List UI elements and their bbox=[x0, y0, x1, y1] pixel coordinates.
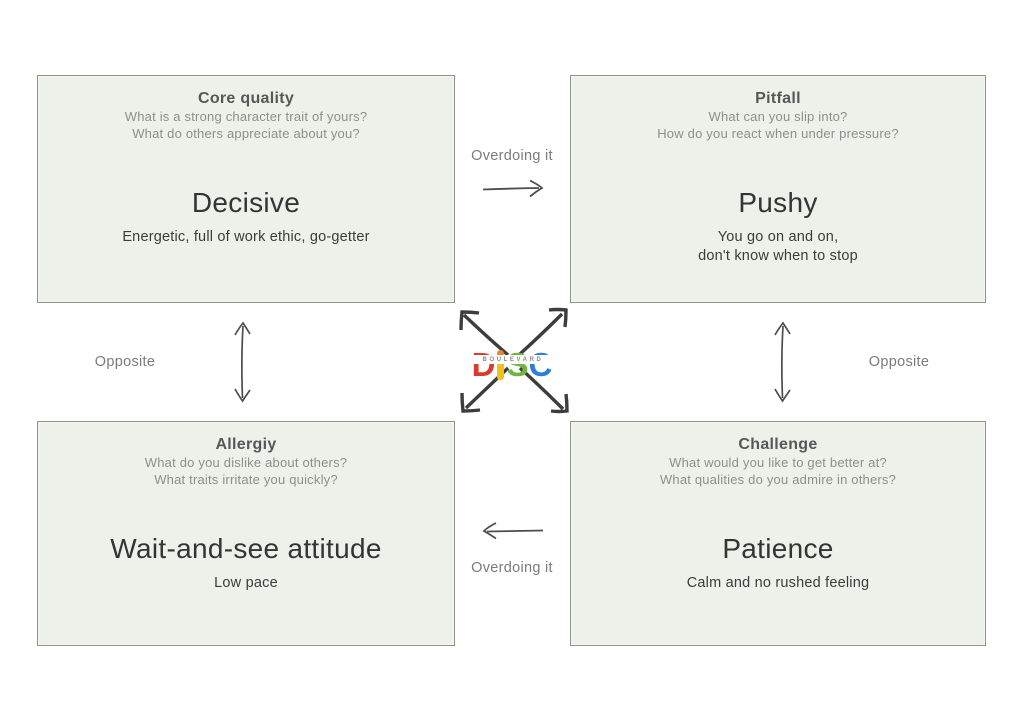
quadrant-question-2: How do you react when under pressure? bbox=[657, 125, 899, 141]
quadrant-title: Pitfall bbox=[755, 90, 801, 107]
opposite-label-right: Opposite bbox=[868, 354, 930, 370]
logo-letter-i bbox=[497, 350, 505, 380]
logo-letter-i-stem bbox=[497, 360, 505, 380]
quadrant-question-1: What do you dislike about others? bbox=[144, 455, 348, 470]
quadrant-description: Calm and no rushed feeling bbox=[686, 575, 870, 591]
disc-boulevard-logo: D S C BOULEVARD bbox=[465, 341, 559, 383]
quadrant-challenge: Challenge What would you like to get bet… bbox=[570, 421, 986, 646]
quadrant-description: Low pace bbox=[214, 575, 278, 591]
quadrant-question-1: What is a strong character trait of your… bbox=[124, 109, 368, 124]
quadrant-question-1: What would you like to get better at? bbox=[669, 455, 887, 470]
overdoing-arrow-left-icon bbox=[482, 522, 544, 540]
quadrant-title: Allergiy bbox=[215, 436, 277, 453]
opposite-arrow-right-icon bbox=[774, 321, 791, 403]
quadrant-keyword: Wait-and-see attitude bbox=[110, 533, 382, 564]
quadrant-keyword: Pushy bbox=[738, 187, 818, 218]
logo-letter-c: C bbox=[528, 346, 553, 383]
opposite-arrow-left-icon bbox=[234, 321, 251, 403]
quadrant-question-2: What do others appreciate about you? bbox=[132, 125, 360, 141]
quadrant-description: Energetic, full of work ethic, go-getter bbox=[122, 229, 370, 245]
quadrant-pitfall: Pitfall What can you slip into? How do y… bbox=[570, 75, 986, 303]
overdoing-it-label-top: Overdoing it bbox=[471, 148, 553, 164]
logo-boulevard-band: BOULEVARD bbox=[465, 355, 559, 364]
quadrant-question-2: What qualities do you admire in others? bbox=[659, 471, 897, 487]
quadrant-keyword: Patience bbox=[722, 533, 834, 564]
quadrant-allergy: Allergiy What do you dislike about other… bbox=[37, 421, 455, 646]
quadrant-description: You go on and on, don't know when to sto… bbox=[698, 229, 858, 264]
opposite-label-left: Opposite bbox=[94, 354, 156, 370]
logo-letter-s: S bbox=[506, 346, 529, 383]
quadrant-title: Core quality bbox=[197, 90, 295, 107]
overdoing-it-label-bottom: Overdoing it bbox=[471, 560, 553, 576]
quadrant-question-1: What can you slip into? bbox=[708, 109, 848, 124]
quadrant-title: Challenge bbox=[738, 436, 818, 453]
logo-letter-d: D bbox=[471, 346, 496, 383]
quadrant-core-quality: Core quality What is a strong character … bbox=[37, 75, 455, 303]
overdoing-arrow-right-icon bbox=[482, 179, 544, 198]
logo-letter-i-dot bbox=[497, 350, 505, 357]
quadrant-keyword: Decisive bbox=[191, 187, 301, 218]
quadrant-question-2: What traits irritate you quickly? bbox=[154, 471, 338, 487]
expand-arrows-icon bbox=[459, 307, 569, 414]
logo-boulevard-text: BOULEVARD bbox=[482, 356, 544, 363]
